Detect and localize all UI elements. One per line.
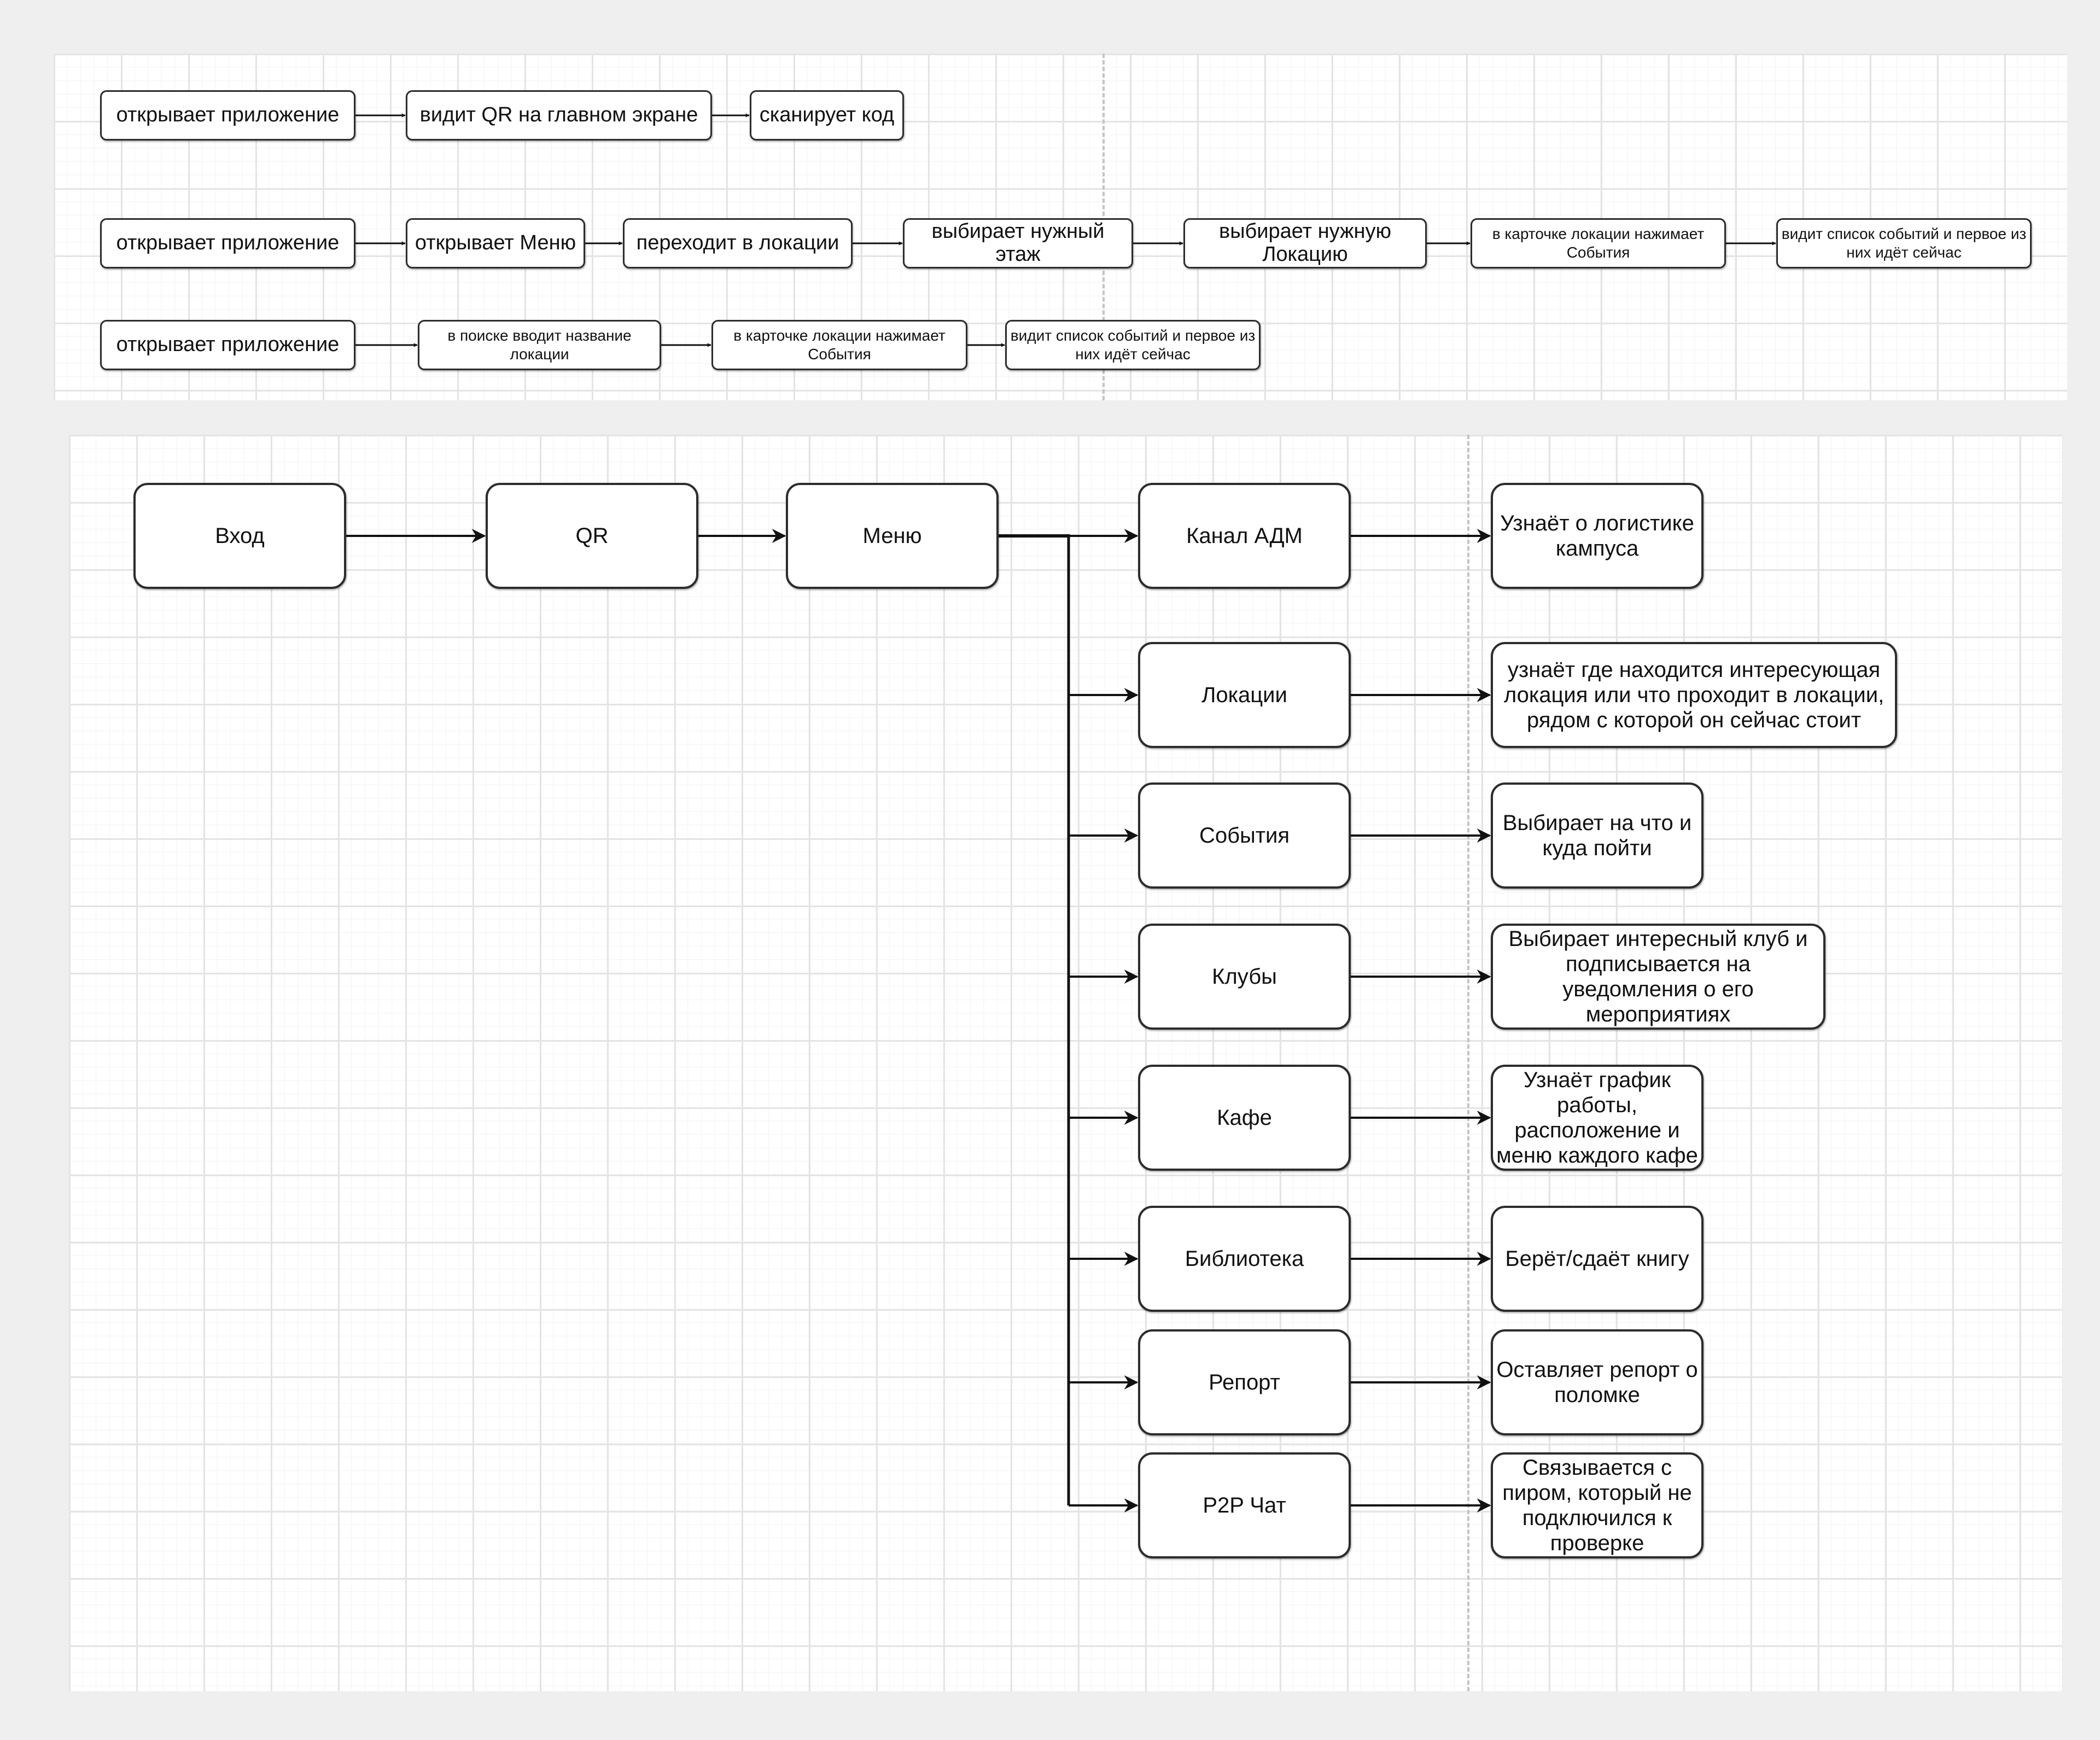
outcome-text: Узнаёт о логистике кампуса xyxy=(1500,511,1694,560)
step-label: открывает приложение xyxy=(116,231,340,255)
flow2-step-see-events: видит список событий и первое из них идё… xyxy=(1776,218,2032,268)
outcome-campus-logistics: Узнаёт о логистике кампуса xyxy=(1491,483,1704,589)
step-label: видит список событий и первое из них идё… xyxy=(1010,327,1256,363)
outcome-text: Берёт/сдаёт книгу xyxy=(1505,1247,1689,1271)
flow3-step-open-app: открывает приложение xyxy=(100,320,355,370)
flow2-step-choose-floor: выбирает нужный этаж xyxy=(903,218,1133,268)
flow3-step-see-events: видит список событий и первое из них идё… xyxy=(1005,320,1261,370)
outcome-borrow-book: Берёт/сдаёт книгу xyxy=(1491,1206,1704,1312)
flow3-step-search-location: в поиске вводит название локации xyxy=(418,320,661,370)
flow2-step-open-menu: открывает Меню xyxy=(406,218,585,268)
outcome-text: Связывается с пиром, который не подключи… xyxy=(1502,1456,1692,1555)
flow2-step-choose-location: выбирает нужную Локацию xyxy=(1183,218,1427,268)
node-entry: Вход xyxy=(133,483,346,589)
step-label: переходит в локации xyxy=(636,231,839,255)
outcome-subscribe-club: Выбирает интересный клуб и подписывается… xyxy=(1491,924,1825,1030)
node-menu: Меню xyxy=(786,483,999,589)
outcome-contact-peer: Связывается с пиром, который не подключи… xyxy=(1491,1452,1704,1558)
flow2-step-press-events: в карточке локации нажимает События xyxy=(1471,218,1726,268)
step-label: видит список событий и первое из них идё… xyxy=(1781,225,2027,261)
step-label: открывает приложение xyxy=(116,333,340,357)
node-label: P2P Чат xyxy=(1203,1493,1286,1517)
outcome-location-info: узнаёт где находится интересующая локаци… xyxy=(1491,642,1897,748)
node-label: Меню xyxy=(862,524,922,548)
outcome-text: Выбирает на что и куда пойти xyxy=(1502,811,1692,860)
page-break-line xyxy=(1467,435,1469,1691)
outcome-report-breakage: Оставляет репорт о поломке xyxy=(1491,1329,1704,1435)
outcome-text: Узнаёт график работы, расположение и мен… xyxy=(1496,1068,1698,1167)
step-label: видит QR на главном экране xyxy=(419,103,698,127)
flow1-step-scan-code: сканирует код xyxy=(750,90,904,141)
step-label: в поиске вводит название локации xyxy=(447,327,632,363)
outcome-text: Выбирает интересный клуб и подписывается… xyxy=(1508,927,1808,1026)
node-qr: QR xyxy=(486,483,698,589)
menu-item-locations: Локации xyxy=(1138,642,1351,748)
node-label: Вход xyxy=(215,524,265,548)
menu-item-cafe: Кафе xyxy=(1138,1065,1351,1171)
flow2-step-go-locations: переходит в локации xyxy=(623,218,853,268)
node-label: Библиотека xyxy=(1185,1247,1304,1271)
node-label: События xyxy=(1199,824,1290,848)
step-label: выбирает нужную Локацию xyxy=(1219,220,1391,266)
step-label: открывает приложение xyxy=(116,103,340,127)
menu-item-library: Библиотека xyxy=(1138,1206,1351,1312)
step-label: выбирает нужный этаж xyxy=(931,220,1105,266)
menu-item-events: События xyxy=(1138,783,1351,889)
node-label: Локации xyxy=(1201,683,1287,707)
node-label: QR xyxy=(575,524,609,548)
step-label: в карточке локации нажимает События xyxy=(1492,225,1705,261)
flow2-step-open-app: открывает приложение xyxy=(100,218,355,268)
outcome-text: узнаёт где находится интересующая локаци… xyxy=(1503,658,1885,732)
node-label: Клубы xyxy=(1212,965,1277,989)
menu-item-clubs: Клубы xyxy=(1138,924,1351,1030)
node-label: Кафе xyxy=(1217,1106,1272,1130)
step-label: в карточке локации нажимает События xyxy=(733,327,946,363)
node-label: Канал АДМ xyxy=(1186,524,1303,548)
step-label: сканирует код xyxy=(759,103,895,127)
step-label: открывает Меню xyxy=(415,231,576,255)
flow1-step-see-qr: видит QR на главном экране xyxy=(406,90,712,141)
menu-item-p2p-chat: P2P Чат xyxy=(1138,1452,1351,1558)
flow1-step-open-app: открывает приложение xyxy=(100,90,355,141)
menu-item-adm-channel: Канал АДМ xyxy=(1138,483,1351,589)
node-label: Репорт xyxy=(1209,1370,1280,1394)
outcome-text: Оставляет репорт о поломке xyxy=(1496,1358,1698,1407)
outcome-cafe-schedule: Узнаёт график работы, расположение и мен… xyxy=(1491,1065,1704,1171)
outcome-choose-event: Выбирает на что и куда пойти xyxy=(1491,783,1704,889)
menu-item-report: Репорт xyxy=(1138,1329,1351,1435)
flow3-step-press-events: в карточке локации нажимает События xyxy=(711,320,967,370)
